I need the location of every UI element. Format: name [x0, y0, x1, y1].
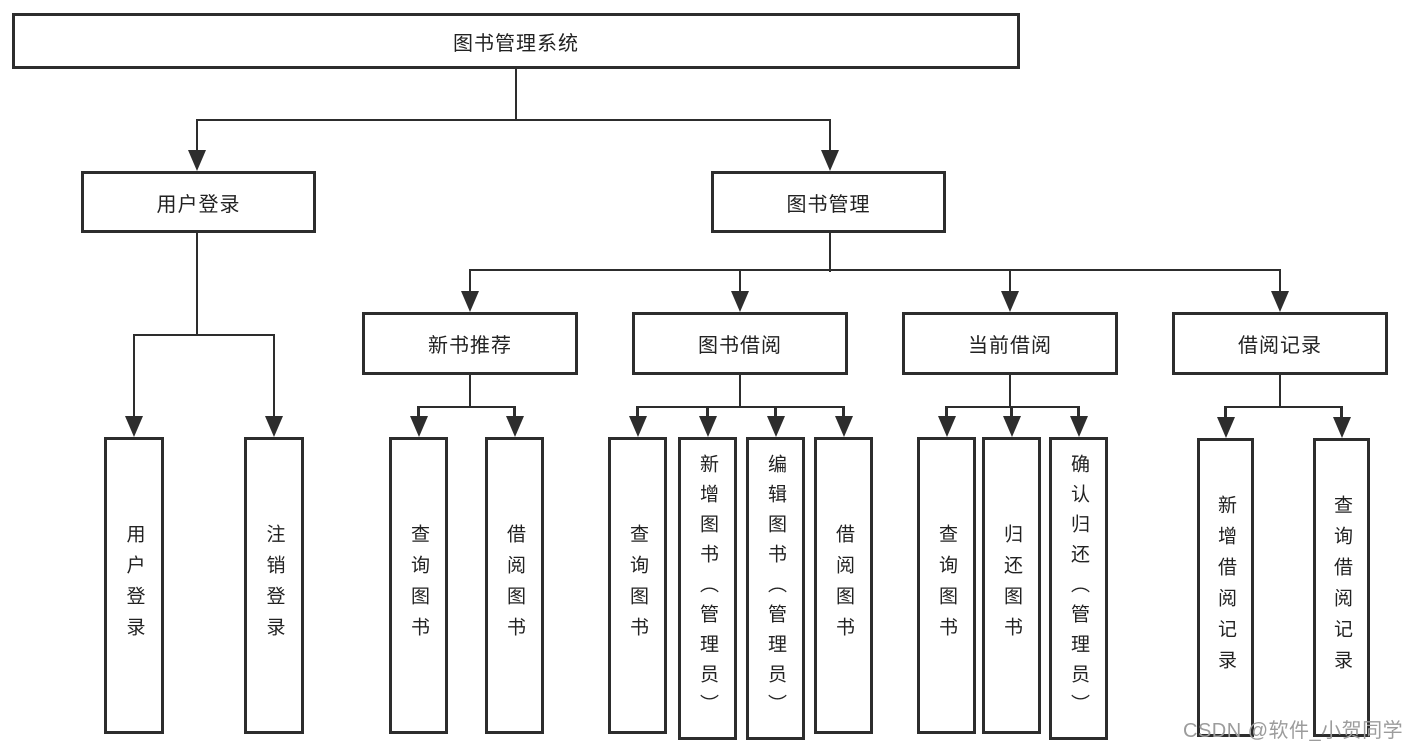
- connector-line: [1278, 375, 1282, 408]
- leaf-borrow-book-1-label: 借阅图书: [504, 523, 525, 648]
- connector-line: [828, 120, 832, 151]
- leaf-add-borrow-record: 新增借阅记录: [1197, 438, 1254, 737]
- leaf-query-borrow-record: 查询借阅记录: [1313, 438, 1370, 737]
- leaf-query-book-1: 查询图书: [389, 437, 448, 734]
- node-user-login: 用户登录: [81, 171, 316, 233]
- leaf-edit-book-admin: 编辑图书（管理员）: [746, 437, 805, 740]
- arrow-down-icon: [834, 416, 853, 437]
- connector-line: [468, 375, 472, 408]
- leaf-edit-book-admin-label: 编辑图书（管理员）: [765, 453, 786, 724]
- leaf-borrow-book-2: 借阅图书: [814, 437, 873, 734]
- connector-line: [469, 268, 1281, 272]
- arrow-down-icon: [766, 416, 785, 437]
- connector-line: [1340, 407, 1343, 418]
- arrow-down-icon: [698, 416, 717, 437]
- leaf-query-book-3-label: 查询图书: [936, 523, 957, 648]
- arrow-down-icon: [1332, 417, 1351, 438]
- connector-line: [636, 405, 845, 409]
- node-borrow-record: 借阅记录: [1172, 312, 1388, 375]
- leaf-logout: 注销登录: [244, 437, 304, 734]
- arrow-down-icon: [125, 416, 143, 437]
- connector-line: [1224, 407, 1227, 418]
- leaf-user-login: 用户登录: [104, 437, 164, 734]
- connector-line: [706, 407, 709, 417]
- node-book-management-label: 图书管理: [786, 193, 871, 216]
- watermark: CSDN @软件_小贺同学: [1183, 720, 1404, 742]
- connector-line: [417, 405, 516, 409]
- node-book-borrow: 图书借阅: [632, 312, 848, 375]
- connector-line: [1008, 375, 1012, 408]
- connector-line: [513, 407, 516, 417]
- leaf-add-borrow-record-label: 新增借阅记录: [1215, 494, 1236, 681]
- arrow-down-icon: [937, 416, 956, 437]
- connector-line: [417, 407, 420, 417]
- arrow-down-icon: [505, 416, 524, 437]
- leaf-logout-label: 注销登录: [263, 523, 285, 648]
- leaf-add-book-admin: 新增图书（管理员）: [678, 437, 737, 740]
- node-book-management: 图书管理: [711, 171, 946, 233]
- connector-line: [945, 407, 948, 417]
- connector-line: [738, 270, 742, 292]
- leaf-return-book: 归还图书: [982, 437, 1041, 734]
- connector-line: [828, 233, 832, 272]
- connector-line: [195, 233, 199, 336]
- connector-line: [195, 120, 199, 151]
- arrow-down-icon: [1216, 417, 1235, 438]
- connector-line: [738, 375, 742, 408]
- connector-line: [1077, 407, 1080, 417]
- leaf-borrow-book-2-label: 借阅图书: [833, 523, 854, 648]
- leaf-query-book-1-label: 查询图书: [408, 523, 429, 648]
- connector-line: [1008, 270, 1012, 292]
- node-root: 图书管理系统: [12, 13, 1020, 69]
- arrow-down-icon: [628, 416, 647, 437]
- arrow-down-icon: [1001, 291, 1019, 312]
- arrow-down-icon: [409, 416, 428, 437]
- arrow-down-icon: [265, 416, 283, 437]
- leaf-user-login-label: 用户登录: [123, 523, 145, 648]
- connector-line: [1010, 407, 1013, 417]
- connector-line: [132, 335, 136, 417]
- connector-line: [636, 407, 639, 417]
- leaf-query-book-2: 查询图书: [608, 437, 667, 734]
- connector-line: [774, 407, 777, 417]
- node-borrow-record-label: 借阅记录: [1238, 335, 1322, 357]
- node-current-borrow: 当前借阅: [902, 312, 1118, 375]
- node-current-borrow-label: 当前借阅: [968, 335, 1052, 357]
- leaf-query-borrow-record-label: 查询借阅记录: [1331, 494, 1352, 681]
- arrow-down-icon: [188, 150, 206, 171]
- leaf-confirm-return-admin: 确认归还（管理员）: [1049, 437, 1108, 740]
- connector-line: [468, 270, 472, 292]
- leaf-return-book-label: 归还图书: [1001, 523, 1022, 648]
- connector-line: [1278, 270, 1282, 292]
- arrow-down-icon: [461, 291, 479, 312]
- connector-line: [514, 69, 518, 121]
- connector-line: [133, 333, 275, 337]
- arrow-down-icon: [821, 150, 839, 171]
- arrow-down-icon: [731, 291, 749, 312]
- node-user-login-label: 用户登录: [156, 193, 241, 216]
- connector-line: [272, 335, 276, 417]
- connector-line: [842, 407, 845, 417]
- node-book-borrow-label: 图书借阅: [698, 335, 782, 357]
- connector-line: [1224, 405, 1343, 409]
- connector-line: [196, 118, 831, 122]
- node-new-book-recommend-label: 新书推荐: [428, 335, 512, 357]
- leaf-query-book-3: 查询图书: [917, 437, 976, 734]
- leaf-query-book-2-label: 查询图书: [627, 523, 648, 648]
- leaf-add-book-admin-label: 新增图书（管理员）: [697, 453, 718, 724]
- arrow-down-icon: [1271, 291, 1289, 312]
- node-new-book-recommend: 新书推荐: [362, 312, 578, 375]
- leaf-confirm-return-admin-label: 确认归还（管理员）: [1068, 453, 1089, 724]
- node-root-label: 图书管理系统: [453, 32, 579, 55]
- leaf-borrow-book-1: 借阅图书: [485, 437, 544, 734]
- arrow-down-icon: [1069, 416, 1088, 437]
- arrow-down-icon: [1002, 416, 1021, 437]
